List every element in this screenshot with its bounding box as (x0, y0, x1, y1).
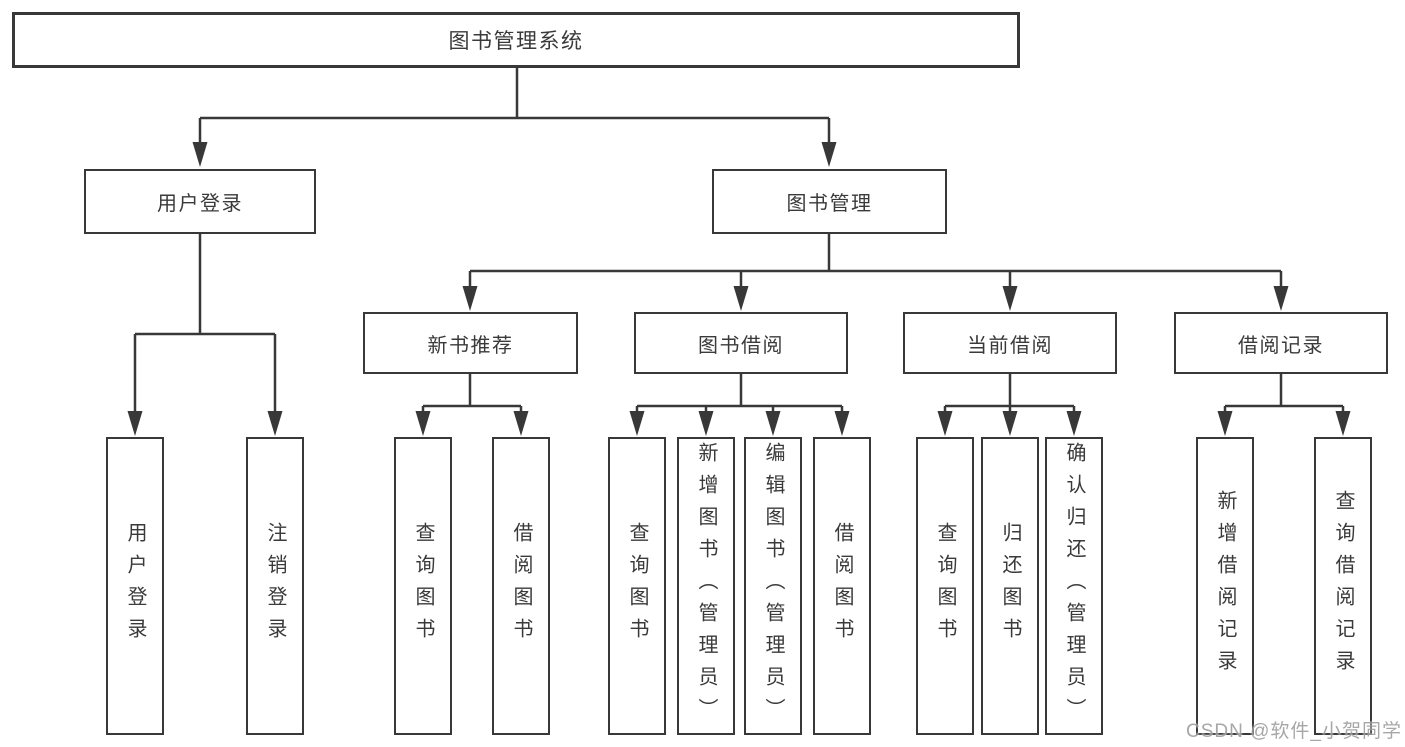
node-label: 用户登录 (157, 193, 243, 215)
node-label: 图书管理 (786, 193, 873, 215)
leaf-logout: 注销登录 (246, 437, 304, 735)
node-label: 图书借阅 (698, 334, 784, 357)
leaf-borrow-books-recommend: 借阅图书 (492, 437, 550, 735)
node-label: 当前借阅 (967, 334, 1053, 357)
node-book-management: 图书管理 (712, 169, 947, 234)
leaf-query-books-borrowing: 查询图书 (608, 437, 666, 735)
node-new-book-recommend: 新书推荐 (363, 312, 578, 374)
node-current-borrowing: 当前借阅 (903, 312, 1117, 374)
node-label: 借阅记录 (1238, 334, 1324, 357)
leaf-query-books-current: 查询图书 (916, 437, 974, 735)
leaf-confirm-return-admin: 确认归还（管理员） (1045, 437, 1103, 735)
leaf-add-borrow-record: 新增借阅记录 (1196, 437, 1254, 735)
arrowheads (127, 142, 1351, 436)
leaf-return-books: 归还图书 (981, 437, 1039, 735)
leaf-add-books-admin: 新增图书（管理员） (677, 437, 735, 735)
leaf-borrow-books: 借阅图书 (813, 437, 871, 735)
node-book-borrowing: 图书借阅 (634, 312, 848, 374)
node-label: 图书管理系统 (448, 30, 584, 53)
leaf-query-books-recommend: 查询图书 (394, 437, 452, 735)
leaf-user-login: 用户登录 (106, 437, 164, 735)
leaf-edit-books-admin: 编辑图书（管理员） (744, 437, 802, 735)
node-user-login: 用户登录 (84, 169, 316, 234)
node-borrowing-records: 借阅记录 (1174, 312, 1388, 374)
watermark-text: CSDN @软件_小贺同学 (1186, 721, 1402, 742)
node-library-management-system: 图书管理系统 (12, 12, 1020, 68)
leaf-query-borrow-record: 查询借阅记录 (1314, 437, 1372, 735)
node-label: 新书推荐 (427, 334, 514, 357)
